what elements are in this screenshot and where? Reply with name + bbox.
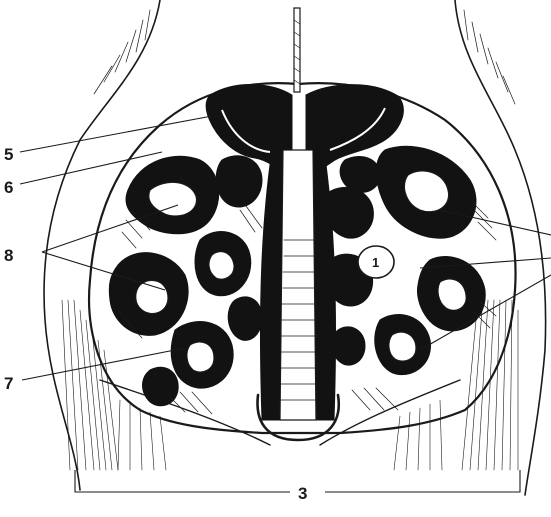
ethmoid-cells-left	[109, 156, 262, 414]
nasal-septum	[257, 8, 338, 440]
label-5: 5	[4, 145, 13, 164]
ethmoid-cells-right	[323, 146, 496, 410]
label-1: 1	[372, 255, 379, 270]
label-8: 8	[4, 246, 13, 265]
label-6: 6	[4, 178, 13, 197]
label-7: 7	[4, 374, 13, 393]
label-3: 3	[298, 484, 307, 503]
